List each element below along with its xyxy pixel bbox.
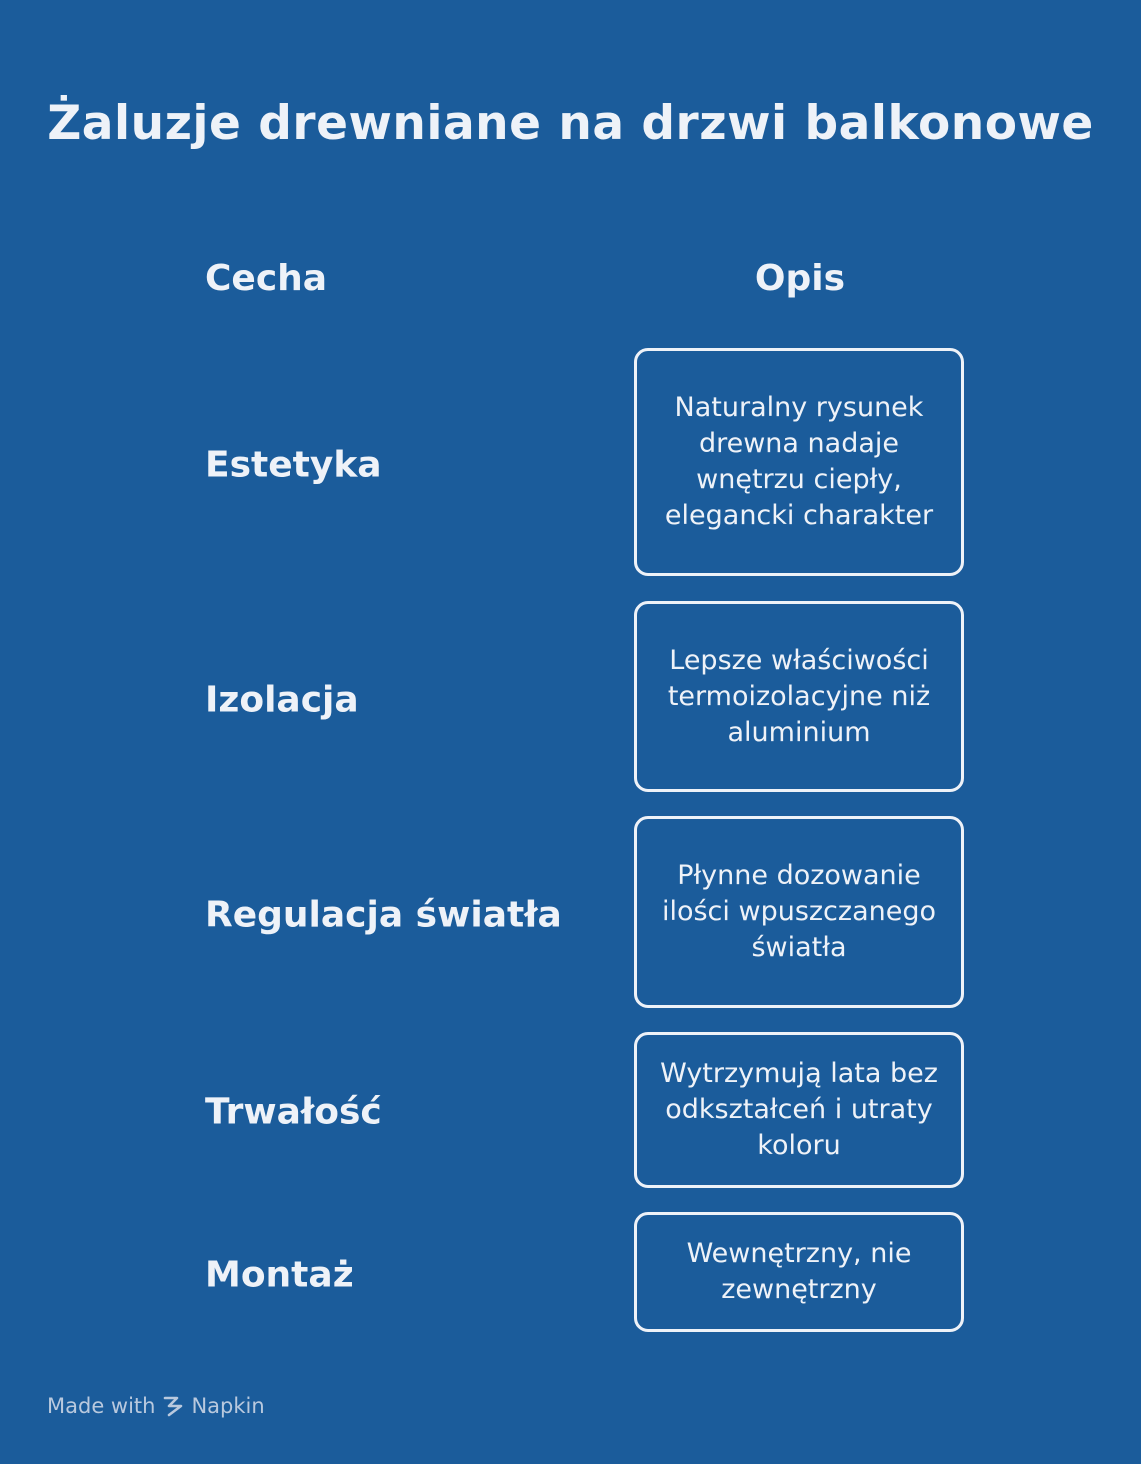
description-text: Wytrzymują lata bez odkształceń i utraty… (660, 1058, 938, 1161)
made-with-text: Made with (47, 1394, 156, 1418)
feature-label-light-control: Regulacja światła (205, 894, 562, 936)
description-text: Lepsze właściwości termoizolacyjne niż a… (667, 644, 931, 748)
column-header-feature: Cecha (205, 258, 328, 299)
made-with-napkin-footer: Made with Napkin (47, 1394, 265, 1418)
feature-label-installation: Montaż (205, 1254, 354, 1296)
description-text: Płynne dozowanie ilości wpuszczanego świ… (661, 860, 937, 963)
feature-label-insulation: Izolacja (205, 679, 359, 721)
description-box: Lepsze właściwości termoizolacyjne niż a… (634, 601, 964, 792)
napkin-logo-icon (163, 1395, 183, 1417)
napkin-brand-text: Napkin (191, 1394, 265, 1418)
description-text: Naturalny rysunek drewna nadaje wnętrzu … (664, 392, 934, 531)
description-box: Wewnętrzny, nie zewnętrzny (634, 1212, 964, 1332)
feature-label-durability: Trwałość (205, 1091, 382, 1133)
feature-label-aesthetics: Estetyka (205, 444, 382, 486)
description-text: Wewnętrzny, nie zewnętrzny (686, 1238, 912, 1305)
column-header-description: Opis (754, 258, 846, 299)
description-box: Płynne dozowanie ilości wpuszczanego świ… (634, 816, 964, 1008)
description-box: Wytrzymują lata bez odkształceń i utraty… (634, 1032, 964, 1188)
page-title: Żaluzje drewniane na drzwi balkonowe (47, 96, 1094, 151)
description-box: Naturalny rysunek drewna nadaje wnętrzu … (634, 348, 964, 576)
